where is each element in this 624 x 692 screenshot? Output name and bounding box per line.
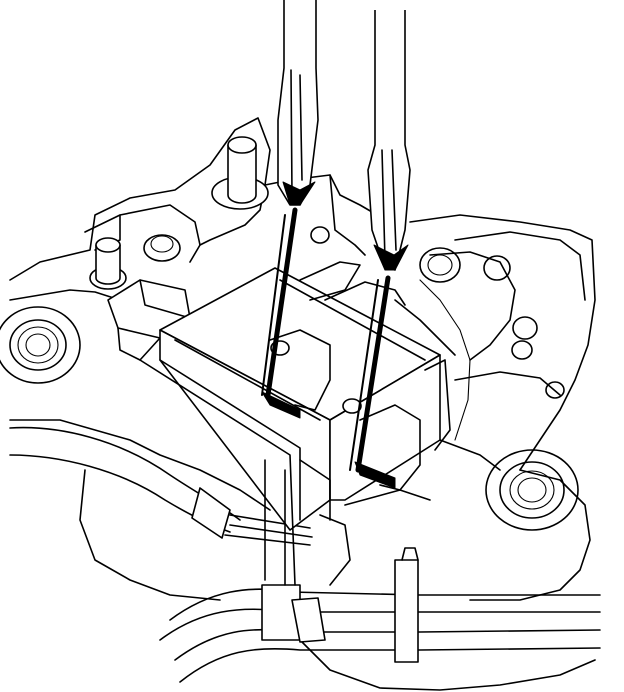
stud-pin-left <box>89 234 181 290</box>
small-hole-upper-right <box>310 226 565 399</box>
bolt-hole-left <box>0 306 81 384</box>
harness-bundle-bottom <box>159 547 601 683</box>
wire-harness <box>9 426 313 546</box>
stud-pin-top <box>211 136 269 210</box>
screwdriver-icon <box>261 0 319 419</box>
screwdriver-icon <box>349 10 411 489</box>
bolt-hole-right <box>485 449 579 531</box>
